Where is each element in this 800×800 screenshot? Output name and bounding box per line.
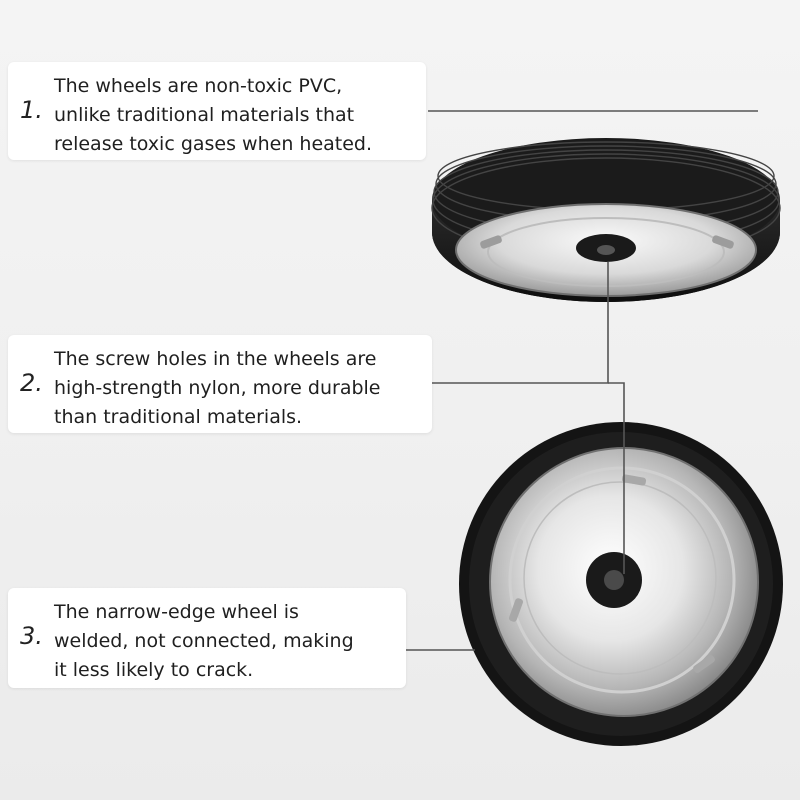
- callout-number: 1.: [20, 96, 43, 124]
- bottom-wheel-screw-hole: [604, 570, 624, 590]
- leader-line-2b: [608, 382, 625, 574]
- callout-line: than traditional materials.: [54, 406, 303, 428]
- leader-lines: [406, 110, 758, 651]
- top-wheel: [431, 138, 781, 302]
- callout-text: The narrow-edge wheel is welded, not con…: [54, 598, 400, 685]
- callout-line: The narrow-edge wheel is: [54, 601, 299, 623]
- callout-2: 2. The screw holes in the wheels are hig…: [8, 335, 432, 433]
- bottom-wheel: [459, 422, 783, 746]
- callout-line: The screw holes in the wheels are: [54, 348, 377, 370]
- callout-text: The screw holes in the wheels are high-s…: [54, 345, 426, 432]
- bottom-wheel-rim-slots: [508, 474, 715, 673]
- top-wheel-screw-hole: [597, 245, 615, 255]
- callout-line: welded, not connected, making: [54, 630, 354, 652]
- top-wheel-rim-slots: [480, 235, 734, 249]
- callout-text: The wheels are non-toxic PVC, unlike tra…: [54, 72, 420, 159]
- callout-line: it less likely to crack.: [54, 659, 254, 681]
- callout-line: The wheels are non-toxic PVC,: [54, 75, 343, 97]
- callout-1: 1. The wheels are non-toxic PVC, unlike …: [8, 62, 426, 160]
- callout-3: 3. The narrow-edge wheel is welded, not …: [8, 588, 406, 688]
- callout-number: 2.: [20, 369, 43, 397]
- callout-line: high-strength nylon, more durable: [54, 377, 381, 399]
- callout-line: unlike traditional materials that: [54, 104, 355, 126]
- callout-line: release toxic gases when heated.: [54, 133, 373, 155]
- callout-number: 3.: [20, 622, 43, 650]
